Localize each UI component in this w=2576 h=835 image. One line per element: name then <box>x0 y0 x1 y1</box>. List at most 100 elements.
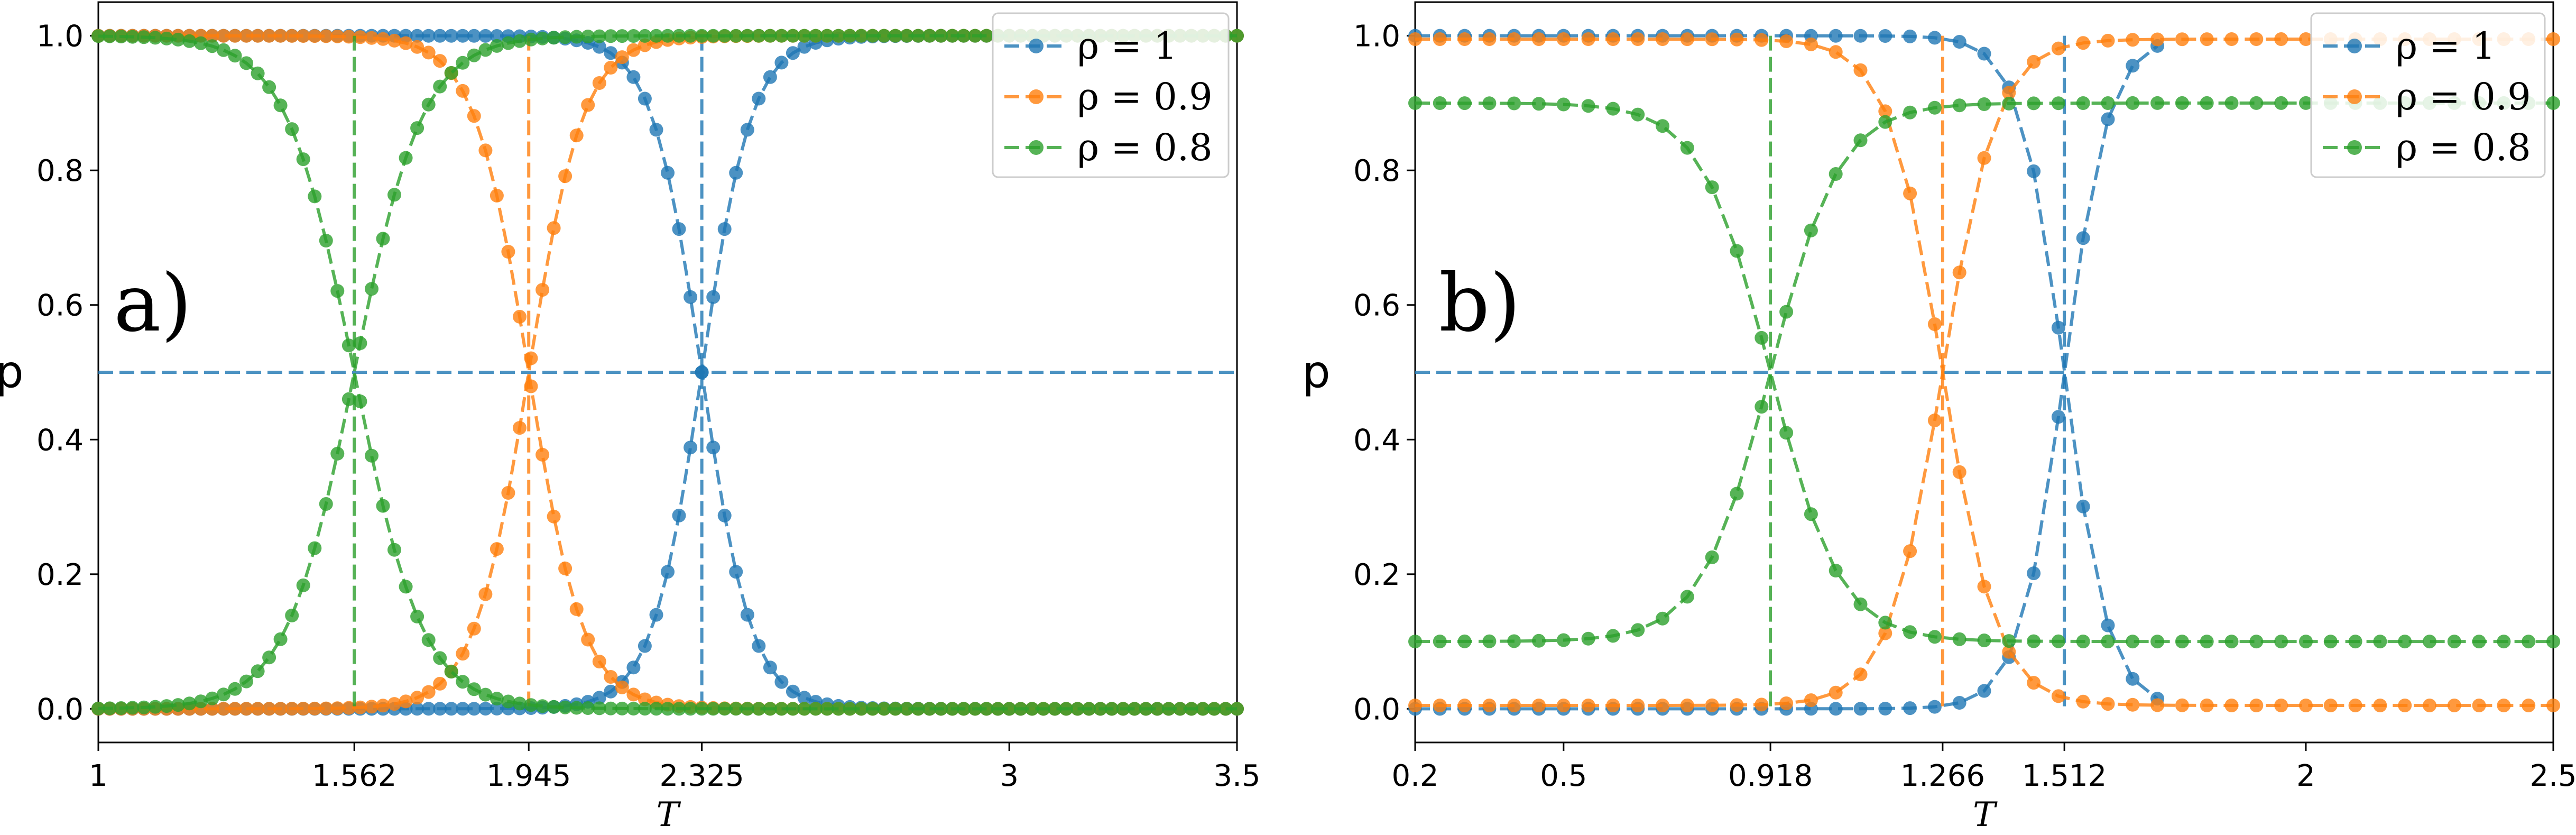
data-point <box>467 702 481 716</box>
data-point <box>2472 635 2486 649</box>
x-axis-label: T <box>1973 795 1998 834</box>
data-point <box>524 379 538 393</box>
data-point <box>1556 633 1571 647</box>
data-point <box>387 188 401 202</box>
data-point <box>456 675 470 689</box>
data-point <box>2249 96 2264 110</box>
legend-marker <box>2347 39 2362 53</box>
data-point <box>706 290 721 304</box>
data-point <box>376 699 390 713</box>
data-point <box>501 245 515 259</box>
data-point <box>1128 702 1142 716</box>
data-point <box>797 691 811 705</box>
data-point <box>1002 702 1017 716</box>
data-point <box>1977 634 1991 647</box>
data-point <box>729 166 743 180</box>
data-point <box>1779 696 1794 710</box>
data-point <box>91 29 105 43</box>
data-point <box>251 66 265 80</box>
data-point <box>1878 702 1892 715</box>
data-point <box>626 43 641 57</box>
data-point <box>365 282 378 296</box>
data-point <box>2299 635 2313 649</box>
data-point <box>2126 33 2140 47</box>
data-point <box>239 702 253 716</box>
data-point <box>1853 29 1868 43</box>
data-point <box>638 639 652 653</box>
y-tick-label: 0.6 <box>36 289 84 323</box>
data-point <box>649 123 663 137</box>
data-point <box>513 34 527 48</box>
data-point <box>592 655 606 668</box>
data-point <box>729 29 743 43</box>
data-point <box>1878 115 1892 129</box>
data-point <box>478 687 493 702</box>
data-point <box>365 448 378 463</box>
data-point <box>1082 702 1096 716</box>
data-point <box>2126 635 2140 649</box>
legend-marker <box>1029 140 1044 155</box>
data-point <box>581 632 595 647</box>
x-tick-label: 2 <box>2296 759 2315 793</box>
data-point <box>171 698 185 712</box>
data-point <box>341 701 356 715</box>
data-point <box>2175 635 2189 649</box>
data-point <box>1507 32 1521 46</box>
data-point <box>922 702 937 716</box>
data-point <box>569 129 584 143</box>
data-point <box>1207 702 1221 716</box>
data-point <box>1556 699 1571 712</box>
data-point <box>2472 699 2486 712</box>
data-point <box>809 29 823 43</box>
data-point <box>2423 699 2436 712</box>
data-point <box>604 670 618 684</box>
data-point <box>1581 99 1595 113</box>
data-point <box>729 702 743 716</box>
data-point <box>2101 618 2115 632</box>
data-point <box>501 486 515 500</box>
data-point <box>2224 635 2239 649</box>
data-point <box>854 702 869 716</box>
data-point <box>1656 611 1669 626</box>
legend-label: ρ = 0.8 <box>2396 126 2531 169</box>
data-point <box>2447 699 2461 712</box>
data-point <box>228 702 242 716</box>
data-point <box>684 441 698 455</box>
data-point <box>2447 635 2461 649</box>
data-point <box>1977 97 1991 111</box>
data-point <box>604 29 618 43</box>
data-point <box>1952 696 1966 710</box>
data-point <box>649 29 663 43</box>
data-point <box>490 702 504 715</box>
data-point <box>1408 699 1422 712</box>
y-tick-label: 0.4 <box>36 423 84 457</box>
data-point <box>957 702 971 716</box>
x-tick-label: 1.266 <box>1900 759 1985 793</box>
data-point <box>341 392 356 406</box>
data-point <box>774 56 789 70</box>
data-point <box>513 421 527 435</box>
data-point <box>444 665 458 679</box>
data-point <box>1482 699 1497 712</box>
data-point <box>2348 635 2362 649</box>
legend-box <box>992 12 1230 178</box>
data-point <box>2200 96 2214 110</box>
y-tick-label: 0.6 <box>1353 289 1400 323</box>
data-point <box>1779 305 1794 319</box>
data-point <box>774 702 789 716</box>
data-point <box>319 497 333 511</box>
data-point <box>1433 635 1447 648</box>
data-point <box>2546 699 2560 712</box>
data-point <box>1952 632 1966 646</box>
data-point <box>1927 100 1942 115</box>
data-point <box>2126 96 2140 110</box>
x-tick-label: 0.918 <box>1728 759 1813 793</box>
data-point <box>820 29 834 43</box>
data-point <box>239 29 253 43</box>
data-point <box>911 29 925 43</box>
data-point <box>456 647 470 661</box>
data-point <box>137 700 151 714</box>
data-point <box>2249 699 2264 712</box>
data-point <box>444 29 458 43</box>
data-point <box>205 691 219 705</box>
